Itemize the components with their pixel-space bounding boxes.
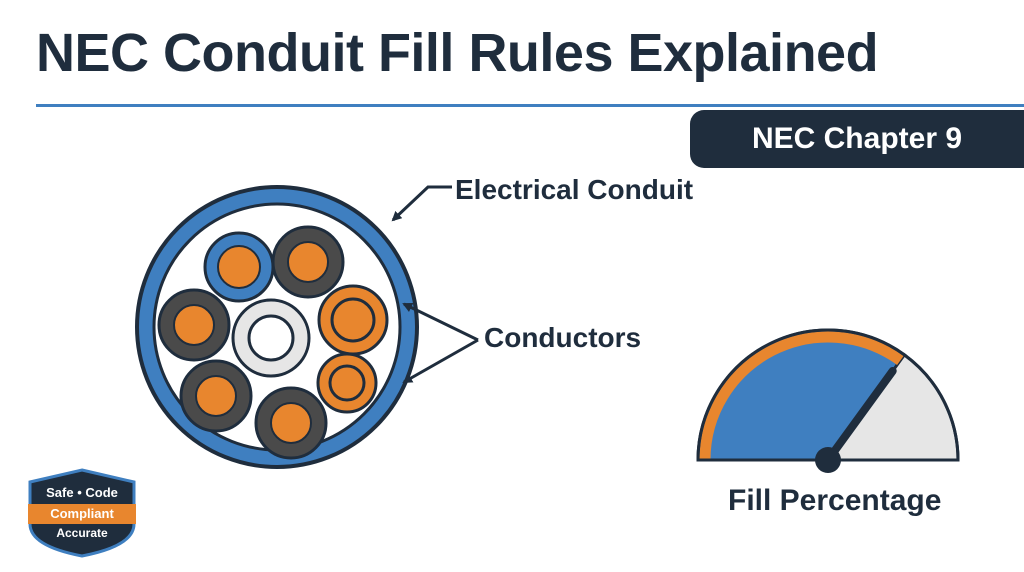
conduit-label: Electrical Conduit	[455, 174, 694, 205]
gauge-needle-hub	[815, 447, 841, 473]
conductors-label: Conductors	[484, 322, 642, 353]
gauge-fill-arc	[699, 331, 904, 461]
conductors	[157, 225, 389, 460]
conductor-black-jacket	[271, 225, 345, 299]
conductor-blue-jacket	[203, 231, 275, 303]
conductors-callout-arrow	[402, 338, 479, 384]
conduit-callout-arrow	[391, 185, 452, 222]
conductor-black-jacket	[157, 288, 231, 362]
gauge-needle	[824, 367, 897, 464]
badge-line-accurate: Accurate	[56, 526, 108, 540]
fill-gauge	[696, 328, 960, 473]
conductor-orange-jacket	[317, 284, 389, 356]
badge-line-safe-code: Safe • Code	[46, 485, 118, 500]
conductor-black-jacket	[179, 359, 253, 433]
conductor-center-white	[231, 298, 311, 378]
compliance-badge: Safe • Code Compliant Accurate	[22, 468, 142, 558]
badge-line-compliant: Compliant	[50, 506, 114, 521]
conductor-orange-jacket	[316, 352, 378, 414]
conductor-black-jacket	[254, 386, 328, 460]
gauge-outline	[696, 328, 960, 462]
title-divider	[36, 104, 1024, 107]
badge-shield	[28, 468, 136, 558]
chapter-banner: NEC Chapter 9	[690, 110, 1024, 168]
fill-percentage-label: Fill Percentage	[728, 484, 942, 517]
page-title: NEC Conduit Fill Rules Explained	[36, 23, 879, 83]
conductors-callout-arrow	[402, 302, 479, 342]
chapter-label: NEC Chapter 9	[751, 122, 963, 155]
